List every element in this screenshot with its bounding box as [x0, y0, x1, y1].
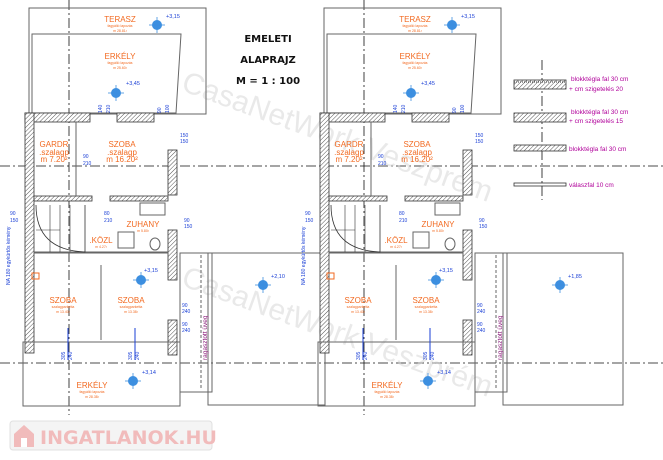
dimension: 305 [128, 351, 134, 360]
dimension: 210 [83, 161, 92, 167]
dimension: 90 [157, 107, 163, 113]
dimension: 90 [184, 218, 190, 224]
room-area: m 13.38² [124, 310, 139, 314]
level-szoba: +3,15 [144, 268, 158, 274]
level-outdoor-right: +1,85 [568, 274, 582, 280]
outdoor-area-right [502, 252, 624, 406]
room-area: m 5.80² [137, 229, 150, 233]
watermark: CasaNetWork Veszprém [178, 261, 497, 404]
dimension: 90 [10, 211, 16, 217]
room-floor: fagyálló lapozás [79, 390, 104, 394]
dimension: 140 [98, 104, 104, 113]
room-label-terasz: TERASZ [104, 15, 136, 24]
dimension: 240 [68, 351, 74, 360]
room-label-szoba: SZOBA [117, 296, 145, 305]
dimension: 240 [182, 309, 191, 315]
room-area: m 16.20² [106, 155, 138, 164]
dimension: 150 [180, 133, 189, 139]
room-label-zuhany: ZUHANY [127, 220, 161, 229]
chimney-label: NA 180 egykürtős kémény [6, 226, 12, 285]
room-floor: fagyálló lapozás [107, 61, 132, 65]
dimension: 80 [104, 211, 110, 217]
room-area: m 7.20² [40, 155, 67, 164]
level-marker-outdoor-right [551, 276, 569, 294]
dimension: 150 [180, 139, 189, 145]
level-outdoor: +2,10 [271, 274, 285, 280]
room-floor: szalagparketta [52, 305, 75, 309]
room-floor: fagyálló lapozás [107, 24, 132, 28]
plan-scale: M = 1 : 100 [236, 76, 300, 87]
room-floor: .szalagp [107, 148, 137, 157]
room-area: m 28.81² [113, 29, 128, 33]
room-label-kozlekedo: .KÖZL [89, 236, 113, 245]
room-label-szoba: SZOBA [108, 140, 136, 149]
legend-item: + cm szigetelés 20 [569, 86, 623, 93]
room-floor: szalagparketta [120, 305, 143, 309]
legend-item: blokktégla fal 30 cm [569, 146, 626, 153]
dimension: 90 [83, 154, 89, 160]
dimension: 100 [165, 104, 171, 113]
dimension: 240 [135, 351, 141, 360]
legend-item: blokktégla fal 30 cm [571, 76, 628, 83]
plan-title: EMELETI [244, 34, 291, 45]
dimension: 210 [104, 218, 113, 224]
apartment-unit-left: TERASZ fagyálló lapozás m 28.81² +3,15 E… [6, 7, 213, 407]
dimension: 240 [182, 328, 191, 334]
dimension: 90 [182, 322, 188, 328]
level-erkely-bottom: +3,14 [142, 370, 156, 376]
watermark: CasaNetWork Veszprém [178, 66, 497, 209]
logo-text: INGATLANOK.HU [40, 427, 217, 449]
glass-label: ragasztott üveg [202, 315, 209, 360]
room-label-gardrob: GARDR [40, 140, 69, 149]
room-area: m 4.27² [95, 245, 108, 249]
room-area: m 13.40² [56, 310, 71, 314]
dimension: 305 [61, 351, 67, 360]
dimension: 150 [10, 218, 19, 224]
room-floor: .szalagp [39, 148, 69, 157]
legend: blokktégla fal 30 cm + cm szigetelés 20 … [513, 76, 628, 189]
room-label-erkely-top: ERKÉLY [105, 52, 137, 61]
room-area: m 25.60² [113, 66, 128, 70]
dimension: 150 [184, 224, 193, 230]
ingatlanok-logo: INGATLANOK.HU [9, 420, 217, 451]
room-area: m 28.38² [85, 395, 100, 399]
dimension: 210 [106, 104, 112, 113]
legend-item: blokktégla fal 30 cm [571, 109, 628, 116]
plan-title: ALAPRAJZ [240, 55, 296, 66]
legend-item: válaszfal 10 cm [569, 182, 614, 189]
dimension: 90 [182, 303, 188, 309]
legend-item: + cm szigetelés 15 [569, 118, 623, 125]
room-label-erkely-bottom: ERKÉLY [77, 381, 109, 390]
room-label-szoba: SZOBA [49, 296, 77, 305]
level-terasz: +3,15 [166, 14, 180, 20]
level-erkely: +3,45 [126, 81, 140, 87]
